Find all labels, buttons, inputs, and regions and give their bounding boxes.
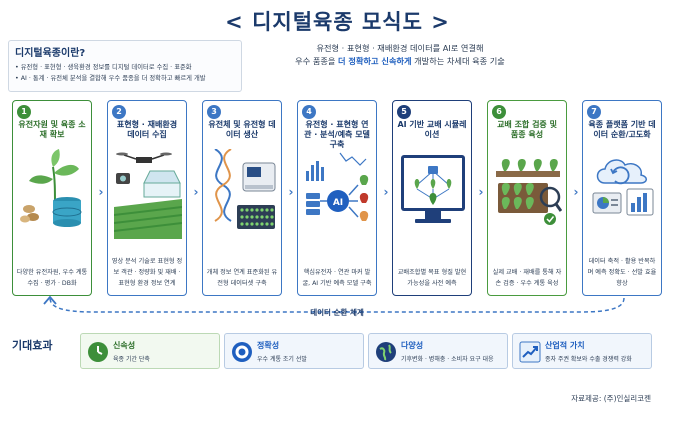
intro-line2-prefix: 우수 품종을 xyxy=(295,56,339,66)
process-steps: 1 유전자원 및 육종 소재 확보 다양한 유전자원, 우수 계통 수집 · 평… xyxy=(12,100,664,300)
definition-box: 디지털육종이란? 유전형 · 표현형 · 생육환경 정보를 디지털 데이터로 수… xyxy=(8,40,242,92)
cycle-label: 데이터 순환 체계 xyxy=(310,308,364,317)
arrow-right-icon: › xyxy=(383,185,389,199)
step-2: 2 표현형 · 재배환경 데이터 수집 영상 분석 기술로 표현형 정보 객관 … xyxy=(107,100,187,296)
step-title: 유전체 및 유전형 데이터 생산 xyxy=(208,120,276,139)
arrow-right-icon: › xyxy=(573,185,579,199)
effect-title: 다양성 xyxy=(401,341,424,350)
arrow-right-icon: › xyxy=(193,185,199,199)
definition-heading: 디지털육종이란? xyxy=(15,48,86,59)
step-title: 교배 조합 검증 및 품종 육성 xyxy=(497,120,557,139)
effect-title: 정확성 xyxy=(257,341,280,350)
step-title: AI 기반 교배 시뮬레이션 xyxy=(397,120,467,139)
intro-line2: 우수 품종을 더 정확하고 신속하게 개발하는 차세대 육종 기술 xyxy=(250,55,550,68)
intro-text: 유전형 · 표현형 · 재배환경 데이터를 AI로 연결해 우수 품종을 더 정… xyxy=(250,42,550,68)
simulation-monitor-icon xyxy=(399,149,465,239)
effects-label: 기대효과 xyxy=(12,339,53,352)
ai-model-icon: AI xyxy=(304,149,370,239)
step-number: 6 xyxy=(492,105,506,119)
effect-title: 산업적 가치 xyxy=(545,341,585,350)
step-5: 5 AI 기반 교배 시뮬레이션 교배조합별 목표 형질 발현 가능성을 사전 … xyxy=(392,100,472,296)
step-6: 6 교배 조합 검증 및 품종 육성 xyxy=(487,100,567,296)
dna-sequencer-icon xyxy=(209,148,276,239)
step-number: 2 xyxy=(112,105,126,119)
intro-line2-suffix: 개발하는 차세대 육종 기술 xyxy=(411,56,505,66)
cloud-platform-icon xyxy=(589,149,655,239)
effect-description: 우수 계통 조기 선발 xyxy=(257,356,307,363)
effect-accuracy: 정확성 우수 계통 조기 선발 xyxy=(224,333,364,369)
globe-icon xyxy=(375,341,397,363)
step-title: 유전자원 및 육종 소재 확보 xyxy=(18,120,86,139)
step-number: 7 xyxy=(587,105,601,119)
effect-diversity: 다양성 기후변화 · 병해충 · 소비자 요구 대응 xyxy=(368,333,508,369)
step-title: 육종 플랫폼 기반 데이터 순환/고도화 xyxy=(588,120,656,139)
effect-description: 육종 기간 단축 xyxy=(113,356,150,363)
arrow-right-icon: › xyxy=(98,185,104,199)
source-credit: 자료제공: (주)인실리코젠 xyxy=(571,394,651,403)
drone-greenhouse-icon xyxy=(113,149,183,239)
cycle-arrow-icon xyxy=(43,295,625,313)
step-description: 교배조합별 목표 형질 발현 가능성을 사전 예측 xyxy=(397,269,467,287)
step-description: 핵심유전자 · 연관 마커 발굴, AI 기반 예측 모델 구축 xyxy=(302,269,372,287)
clock-icon xyxy=(87,341,109,363)
step-description: 실제 교배 · 재배를 통해 자손 검증 · 우수 계통 육성 xyxy=(492,269,562,287)
step-7: 7 육종 플랫폼 기반 데이터 순환/고도화 데이터 축적 · 활용 반복하며 … xyxy=(582,100,662,296)
definition-item: 유전형 · 표현형 · 생육환경 정보를 디지털 데이터로 수집 · 표준화 xyxy=(15,62,235,73)
effect-industrial-value: 산업적 가치 종자 주권 확보와 수출 경쟁력 강화 xyxy=(512,333,652,369)
seed-database-icon xyxy=(19,149,85,239)
step-title: 유전형 · 표현형 연관 · 분석/예측 모델 구축 xyxy=(304,120,370,149)
definition-item: AI · 통계 · 유전체 분석을 결합해 우수 품종을 더 정확하고 빠르게 … xyxy=(15,73,235,84)
step-description: 영상 분석 기술로 표현형 정보 객관 · 정량화 및 재배 · 표현형 환경 … xyxy=(111,258,183,287)
trend-chart-icon xyxy=(519,341,541,363)
step-description: 데이터 축적 · 활용 반복하며 예측 정확도 · 선발 효율 향상 xyxy=(587,258,657,287)
effect-description: 종자 주권 확보와 수출 경쟁력 강화 xyxy=(545,356,632,363)
effect-description: 기후변화 · 병해충 · 소비자 요구 대응 xyxy=(401,356,494,363)
data-cycle-loop: 데이터 순환 체계 xyxy=(40,295,634,322)
step-description: 개체 정보 연계 표준화된 유전형 데이터셋 구축 xyxy=(206,269,278,287)
svg-text:AI: AI xyxy=(333,198,343,208)
step-number: 4 xyxy=(302,105,316,119)
page-title: < 디지털육종 모식도 > xyxy=(225,10,450,34)
effect-title: 신속성 xyxy=(113,341,136,350)
step-number: 1 xyxy=(17,105,31,119)
arrow-right-icon: › xyxy=(288,185,294,199)
step-description: 다양한 유전자원, 우수 계통 수집 · 평가 · DB화 xyxy=(16,269,88,287)
step-number: 3 xyxy=(207,105,221,119)
plant-field-icon xyxy=(494,149,563,239)
definition-list: 유전형 · 표현형 · 생육환경 정보를 디지털 데이터로 수집 · 표준화 A… xyxy=(15,62,235,84)
step-3: 3 유전체 및 유전형 데이터 생산 개체 정보 연계 표준화된 유전형 데이터… xyxy=(202,100,282,296)
step-number: 5 xyxy=(397,105,411,119)
effect-speed: 신속성 육종 기간 단축 xyxy=(80,333,220,369)
step-4: 4 유전형 · 표현형 연관 · 분석/예측 모델 구축 AI xyxy=(297,100,377,296)
arrow-right-icon: › xyxy=(478,185,484,199)
step-1: 1 유전자원 및 육종 소재 확보 다양한 유전자원, 우수 계통 수집 · 평… xyxy=(12,100,92,296)
intro-highlight: 더 정확하고 신속하게 xyxy=(338,56,412,66)
intro-line1: 유전형 · 표현형 · 재배환경 데이터를 AI로 연결해 xyxy=(316,43,484,53)
target-icon xyxy=(231,341,253,363)
step-title: 표현형 · 재배환경 데이터 수집 xyxy=(116,120,178,139)
